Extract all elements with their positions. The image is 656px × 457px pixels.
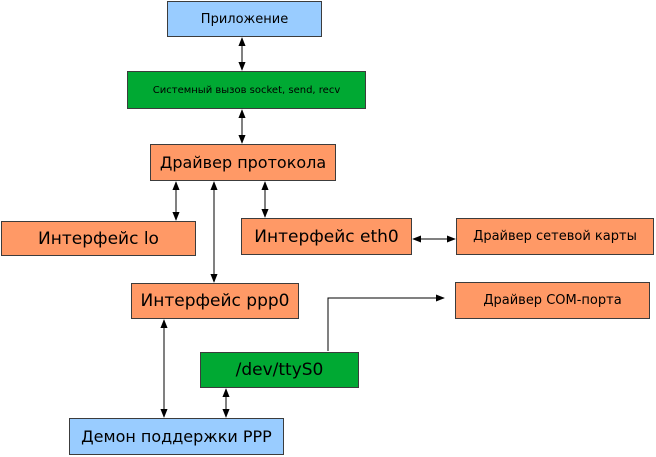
node-interface-lo: Интерфейс lo (1, 221, 196, 256)
node-protocol-driver-label: Драйвер протокола (159, 153, 327, 172)
node-syscall: Системный вызов socket, send, recv (127, 71, 366, 109)
node-com-driver: Драйвер COM-порта (455, 282, 650, 319)
edge-ttys0-com (327, 294, 445, 351)
node-ppp-daemon: Демон поддержки PPP (69, 418, 284, 455)
node-interface-ppp0-label: Интерфейс ppp0 (140, 291, 290, 311)
node-interface-lo-label: Интерфейс lo (38, 228, 159, 249)
node-netcard-driver: Драйвер сетевой карты (456, 218, 654, 255)
node-interface-eth0: Интерфейс eth0 (241, 218, 412, 255)
node-interface-ppp0: Интерфейс ppp0 (131, 283, 299, 319)
node-interface-eth0-label: Интерфейс eth0 (254, 226, 399, 247)
node-ppp-daemon-label: Демон поддержки PPP (81, 427, 272, 446)
node-dev-ttys0: /dev/ttyS0 (200, 352, 359, 388)
node-com-driver-label: Драйвер COM-порта (483, 293, 622, 308)
node-protocol-driver: Драйвер протокола (150, 144, 336, 181)
node-netcard-driver-label: Драйвер сетевой карты (473, 229, 637, 244)
node-dev-ttys0-label: /dev/ttyS0 (235, 360, 324, 380)
node-application-label: Приложение (200, 11, 289, 27)
node-syscall-label: Системный вызов socket, send, recv (152, 84, 341, 96)
node-application: Приложение (167, 1, 322, 37)
